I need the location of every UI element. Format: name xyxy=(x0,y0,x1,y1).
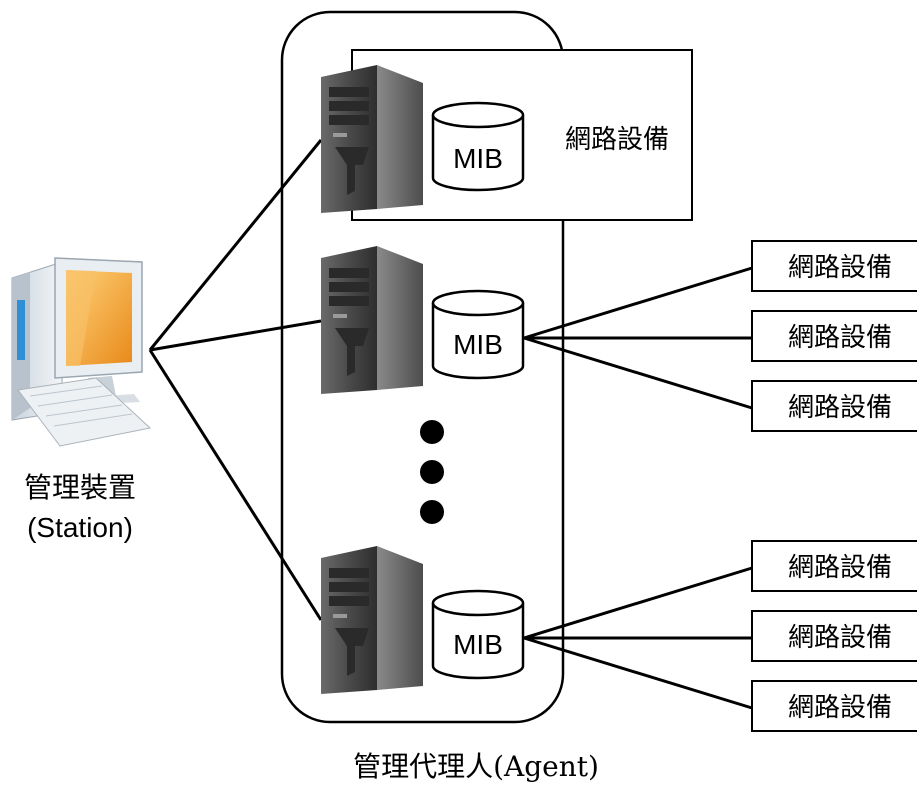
device-boxes-agent-2 xyxy=(751,240,917,432)
mib-cylinder-1 xyxy=(431,101,525,192)
station-sublabel: (Station) xyxy=(27,512,133,543)
agent-group-label: 管理代理人(Agent) xyxy=(353,750,599,783)
mib3-links xyxy=(523,566,753,710)
mib-label-3: MIB xyxy=(453,629,503,660)
server-icon-2 xyxy=(321,246,423,394)
device-label: 網路設備 xyxy=(788,553,892,583)
server-icon-1 xyxy=(321,65,423,213)
device-label: 網路設備 xyxy=(788,623,892,653)
station-label: 管理裝置 xyxy=(24,471,136,504)
device-box xyxy=(751,240,917,292)
device-label: 網路設備 xyxy=(788,253,892,283)
station-links xyxy=(148,139,323,621)
device-box xyxy=(751,380,917,432)
device-label: 網路設備 xyxy=(788,693,892,723)
mib-label-2: MIB xyxy=(453,329,503,360)
device-box xyxy=(751,610,917,662)
mib-label-1: MIB xyxy=(453,143,503,174)
mib-cylinder-2 xyxy=(431,289,525,380)
device-boxes-agent-3 xyxy=(751,540,917,732)
server-icon-3 xyxy=(321,546,423,694)
device-box xyxy=(751,540,917,592)
station-computer-icon xyxy=(11,257,152,447)
device-box xyxy=(751,310,917,362)
device-label: 網路設備 xyxy=(788,323,892,353)
device-box xyxy=(751,680,917,732)
mib-cylinder-3 xyxy=(431,589,525,680)
device-label-top: 網路設備 xyxy=(565,125,669,155)
agent-group-boundary xyxy=(280,10,565,724)
ellipsis-dots xyxy=(420,420,444,524)
mib2-links xyxy=(523,266,753,410)
device-label: 網路設備 xyxy=(788,393,892,423)
